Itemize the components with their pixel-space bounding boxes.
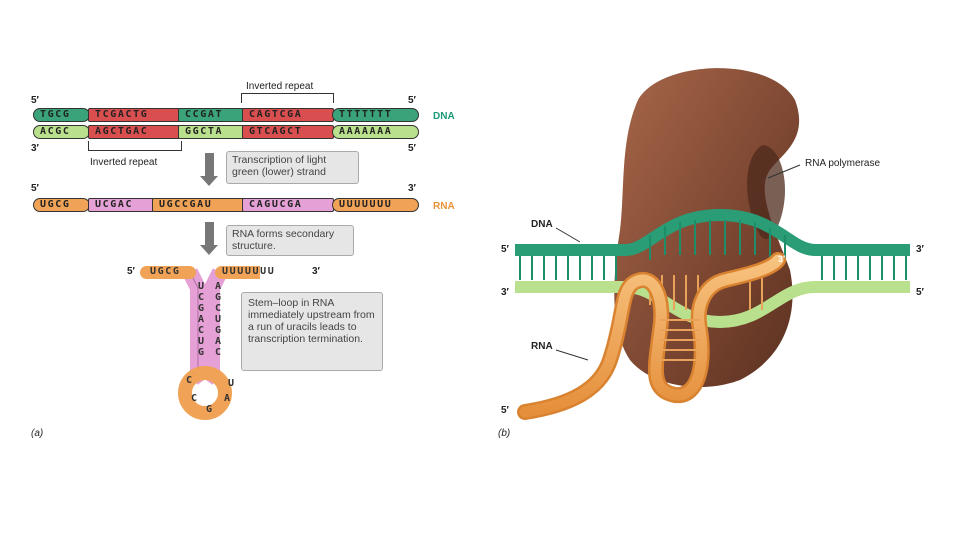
dna-b-5prime-right: 5′	[916, 287, 924, 298]
inverted-repeat-label-top: Inverted repeat	[246, 81, 314, 92]
rna-seg-4: CAGUCGA	[242, 198, 334, 212]
bracket-bottom	[88, 141, 182, 151]
stem-right-base: A	[214, 336, 222, 347]
loop-base: C	[190, 393, 198, 404]
stem-left-base: A	[197, 314, 205, 325]
stem-left-base: U	[197, 336, 205, 347]
dna-b-3prime-left: 3′	[501, 287, 509, 298]
loop-base: G	[205, 404, 213, 415]
loop-base: A	[223, 393, 231, 404]
rna-label-b: RNA	[531, 341, 553, 352]
rna-polymerase-label: RNA polymerase	[805, 158, 881, 169]
stem-left-base: C	[197, 292, 205, 303]
step-box-transcription: Transcription of light green (lower) str…	[226, 151, 359, 184]
bracket-top	[241, 93, 334, 103]
dna-top-5prime: 5′	[31, 95, 39, 106]
stem-right-base: C	[214, 347, 222, 358]
dna-top-seg-5: TTTTTTT	[332, 108, 419, 122]
dna-bottom-seg-3: GGCTA	[178, 125, 244, 139]
step-box-termination: Stem–loop in RNA immediately upstream fr…	[241, 292, 383, 371]
dna-top-seg-4: CAGTCGA	[242, 108, 334, 122]
stem-right-base: U	[214, 314, 222, 325]
panel-b-label: (b)	[498, 428, 511, 439]
rna-b-3prime: 3′	[778, 254, 786, 264]
rna-seg-1: UGCG	[33, 198, 90, 212]
step-box-secondary: RNA forms secondary structure.	[226, 225, 354, 256]
rna-5prime: 5′	[31, 183, 39, 194]
rna-b-5prime: 5′	[501, 405, 509, 416]
dna-template-strand	[515, 281, 910, 329]
stem-right-base: C	[214, 303, 222, 314]
stem-left-base: C	[197, 325, 205, 336]
down-arrow-2	[200, 222, 218, 255]
dna-bottom-seg-2: AGCTGAC	[88, 125, 180, 139]
dna-b-5prime-left: 5′	[501, 244, 509, 255]
rna-seg-5: UUUUUUU	[332, 198, 419, 212]
stem-right-base: A	[214, 281, 222, 292]
stem-right-base: G	[214, 325, 222, 336]
dna-bottom-5prime: 5′	[408, 143, 416, 154]
inverted-repeat-label-bottom: Inverted repeat	[90, 157, 158, 168]
stemloop-3prime: 3′	[312, 266, 320, 277]
dna-coding-strand	[515, 208, 910, 256]
stemloop-5prime: 5′	[127, 266, 135, 277]
dna-bottom-seg-1: ACGC	[33, 125, 90, 139]
stemloop-right-end: UUUUUUU	[222, 266, 276, 277]
stem-right-base: G	[214, 292, 222, 303]
rna-3prime: 3′	[408, 183, 416, 194]
down-arrow-1	[200, 153, 218, 186]
dna-bottom-seg-5: AAAAAAA	[332, 125, 419, 139]
dna-label-a: DNA	[433, 111, 455, 122]
stem-left-base: U	[197, 281, 205, 292]
dna-bottom-seg-4: GTCAGCT	[242, 125, 334, 139]
dna-top-seg-3: CCGAT	[178, 108, 244, 122]
loop-base: U	[227, 378, 235, 389]
rna-seg-3: UGCCGAU	[152, 198, 244, 212]
stem-loop-diagram	[140, 266, 260, 420]
dna-top-seg-1: TGCG	[33, 108, 90, 122]
dna-bottom-3prime: 3′	[31, 143, 39, 154]
dna-top-5prime-right: 5′	[408, 95, 416, 106]
polymerase-diagram	[515, 68, 910, 420]
panel-a-label: (a)	[31, 428, 44, 439]
dna-label-b: DNA	[531, 219, 553, 230]
dna-top-seg-2: TCGACTG	[88, 108, 180, 122]
stem-left-base: G	[197, 303, 205, 314]
stem-left-base: G	[197, 347, 205, 358]
stemloop-left-end: UGCG	[150, 266, 181, 277]
loop-base: C	[185, 375, 193, 386]
rna-label-a: RNA	[433, 201, 455, 212]
dna-b-3prime-right: 3′	[916, 244, 924, 255]
rna-seg-2: UCGAC	[88, 198, 154, 212]
